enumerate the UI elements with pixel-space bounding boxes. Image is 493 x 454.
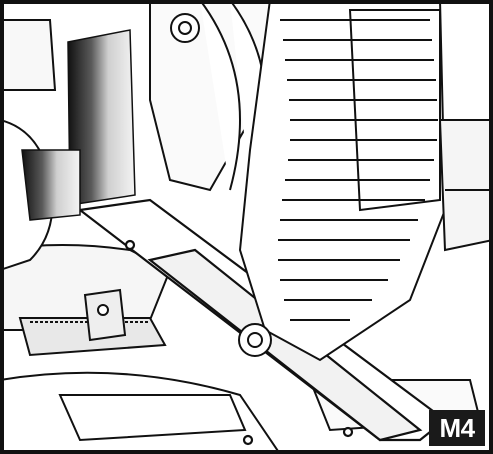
clamp-knob	[83, 288, 127, 342]
motor-housing	[149, 0, 277, 192]
pivot-bolt	[238, 323, 272, 357]
figure-label: M4	[429, 410, 485, 446]
right-housing	[438, 119, 493, 252]
metal-square	[21, 29, 136, 221]
blade-guard-fins	[238, 0, 447, 362]
